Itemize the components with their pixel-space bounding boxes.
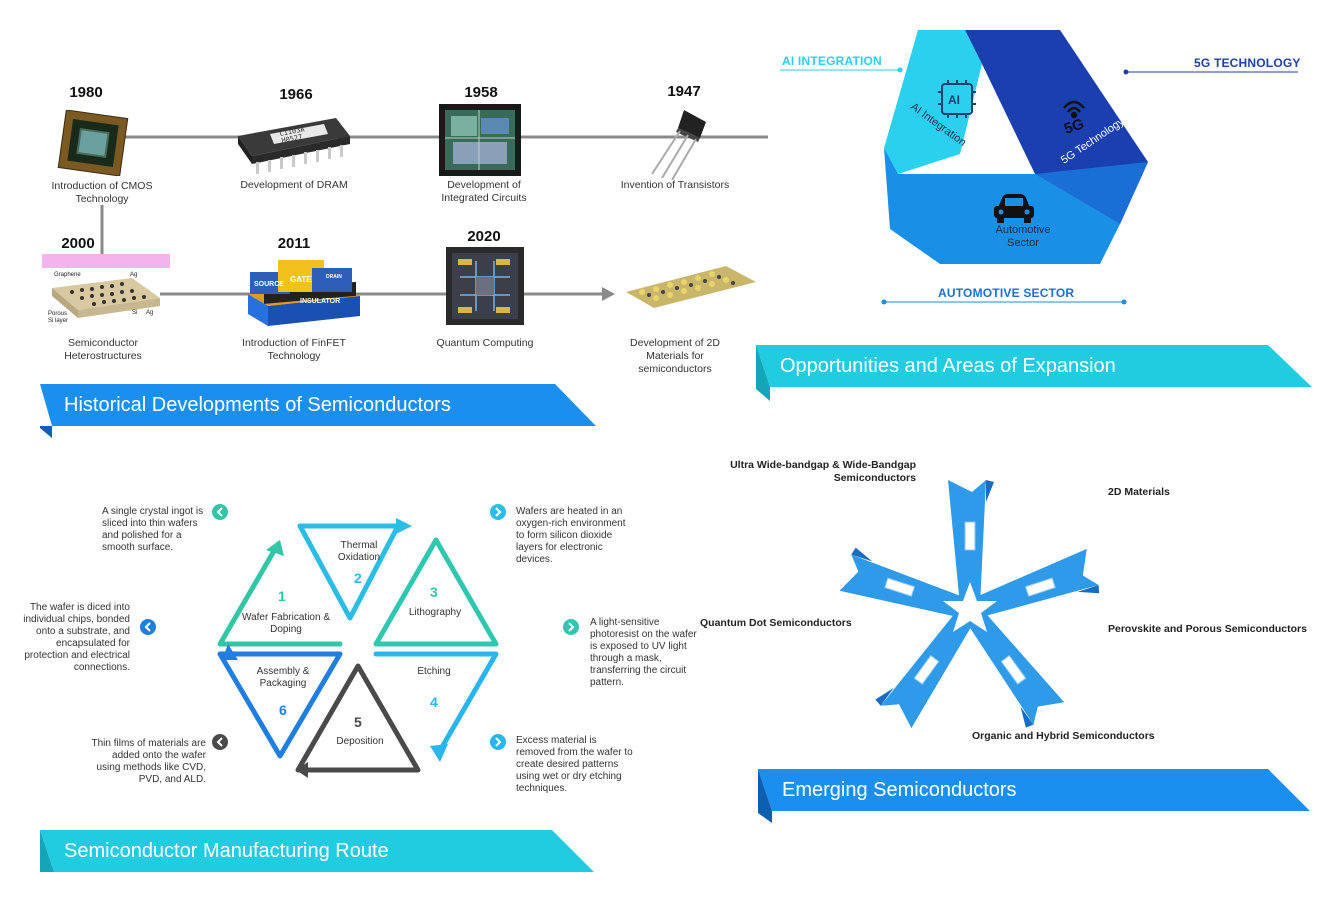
caption-ic: Development of Integrated Circuits — [441, 179, 527, 204]
svg-text:Si layer: Si layer — [48, 318, 68, 324]
svg-text:AI: AI — [948, 93, 960, 107]
dram-chip-image: C1103A H0527 — [238, 118, 350, 174]
caption-transistors: Invention of Transistors — [620, 179, 730, 191]
step-4-number: 4 — [430, 694, 438, 710]
step-6-chevron-icon — [140, 619, 156, 635]
step-1-chevron-icon — [212, 504, 228, 520]
step-5-chevron-icon — [212, 734, 228, 750]
banner-opportunities: Opportunities and Areas of Expansion — [756, 345, 1314, 403]
step-2-chevron-icon — [490, 504, 506, 520]
caption-heterostructures: Semiconductor Heterostructures — [64, 337, 142, 362]
svg-text:Si: Si — [132, 310, 137, 316]
svg-text:H0527: H0527 — [281, 133, 303, 145]
emerging-item-quantum-dot: Quantum Dot Semiconductors — [700, 617, 852, 629]
year-2020: 2020 — [467, 228, 501, 245]
emerging-item-organic-hybrid: Organic and Hybrid Semiconductors — [972, 730, 1155, 742]
year-2011: 2011 — [277, 235, 311, 252]
caption-cmos: Introduction of CMOS Technology — [51, 180, 153, 205]
ai-chip-icon: AI — [938, 80, 976, 118]
year-1980: 1980 — [69, 84, 103, 101]
emerging-item-2d-materials: 2D Materials — [1108, 486, 1170, 498]
step-3-number: 3 — [430, 584, 438, 600]
step-chevrons — [140, 504, 579, 750]
step-6-description: The wafer is diced into individual chips… — [23, 602, 130, 673]
finfet-image: SOURCE GATE DRAIN INSULATOR — [248, 260, 360, 326]
chip-icon-2 — [1024, 577, 1056, 597]
caption-2d-materials: Development of 2D Materials for semicond… — [630, 337, 720, 375]
year-2000: 2000 — [61, 235, 95, 252]
step-1-number: 1 — [278, 588, 286, 604]
label-5g-technology: 5G TECHNOLOGY — [1194, 56, 1301, 70]
chip-icon-4 — [913, 654, 940, 685]
emerging-item-perovskite: Perovskite and Porous Semiconductors — [1108, 623, 1307, 635]
step-2-label: Thermal Oxidation — [337, 540, 381, 563]
step-5-label: Deposition — [336, 736, 384, 747]
banner-emerging: Emerging Semiconductors — [758, 769, 1312, 825]
step-2-description: Wafers are heated in an oxygen-rich envi… — [516, 506, 626, 565]
year-1966: 1966 — [279, 86, 313, 103]
emerging-star-diagram — [839, 480, 1100, 729]
step-6-number: 6 — [279, 702, 287, 718]
chip-icon-5 — [884, 577, 916, 597]
step-3-label: Lithography — [408, 607, 462, 618]
manufacturing-cycle — [217, 518, 499, 778]
chip-icon-3 — [1000, 654, 1027, 685]
cmos-chip-image — [57, 110, 129, 176]
integrated-circuit-image — [439, 104, 521, 176]
step-4-chevron-icon — [490, 734, 506, 750]
svg-text:INSULATOR: INSULATOR — [300, 298, 340, 305]
banner-manufacturing: Semiconductor Manufacturing Route — [40, 830, 596, 876]
car-icon — [994, 194, 1034, 223]
banner-historical: Historical Developments of Semiconductor… — [40, 384, 596, 440]
step-2-number: 2 — [354, 570, 362, 586]
step-3-description: A light-sensitive photoresist on the waf… — [590, 617, 697, 688]
step-1-label: Wafer Fabrication & Doping — [242, 612, 330, 635]
svg-text:Porous: Porous — [48, 311, 67, 317]
caption-dram: Development of DRAM — [240, 179, 348, 191]
caption-quantum: Quantum Computing — [436, 337, 534, 349]
caption-finfet: Introduction of FinFET Technology — [242, 337, 346, 362]
svg-text:DRAIN: DRAIN — [326, 274, 342, 280]
chip-icon-1 — [964, 521, 976, 551]
opportunities-diagram: AI AI Integration 5G 5G Technology — [780, 30, 1298, 305]
svg-text:Graphene: Graphene — [54, 272, 81, 278]
auto-inner-label: Automotive Sector — [995, 224, 1051, 249]
heterostructure-image: Graphene Ag Porous Si layer Si Ag — [42, 254, 170, 324]
label-ai-integration: AI INTEGRATION — [782, 54, 882, 68]
year-1947: 1947 — [667, 83, 701, 100]
step-5-number: 5 — [354, 714, 362, 730]
2d-material-image — [626, 266, 756, 308]
svg-text:GATE: GATE — [290, 275, 312, 284]
svg-text:5G: 5G — [1062, 115, 1086, 137]
transistor-image — [651, 110, 706, 180]
svg-text:Ag: Ag — [146, 310, 153, 316]
svg-text:SOURCE: SOURCE — [254, 281, 284, 288]
step-1-description: A single crystal ingot is sliced into th… — [102, 506, 204, 553]
year-1958: 1958 — [464, 84, 498, 101]
quantum-chip-image — [446, 247, 524, 325]
step-4-label: Etching — [417, 666, 451, 677]
step-6-label: Assembly & Packaging — [256, 666, 310, 689]
svg-text:Ag: Ag — [130, 272, 137, 278]
step-3-chevron-icon — [563, 619, 579, 635]
timeline-lines — [100, 135, 768, 301]
step-4-description: Excess material is removed from the wafe… — [516, 735, 633, 794]
step-5-description: Thin films of materials are added onto t… — [91, 738, 206, 785]
emerging-item-wide-bandgap: Ultra Wide-bandgap & Wide-Bandgap Semico… — [730, 459, 916, 484]
5g-signal-icon — [1063, 100, 1085, 119]
label-automotive-sector: AUTOMOTIVE SECTOR — [938, 286, 1075, 300]
